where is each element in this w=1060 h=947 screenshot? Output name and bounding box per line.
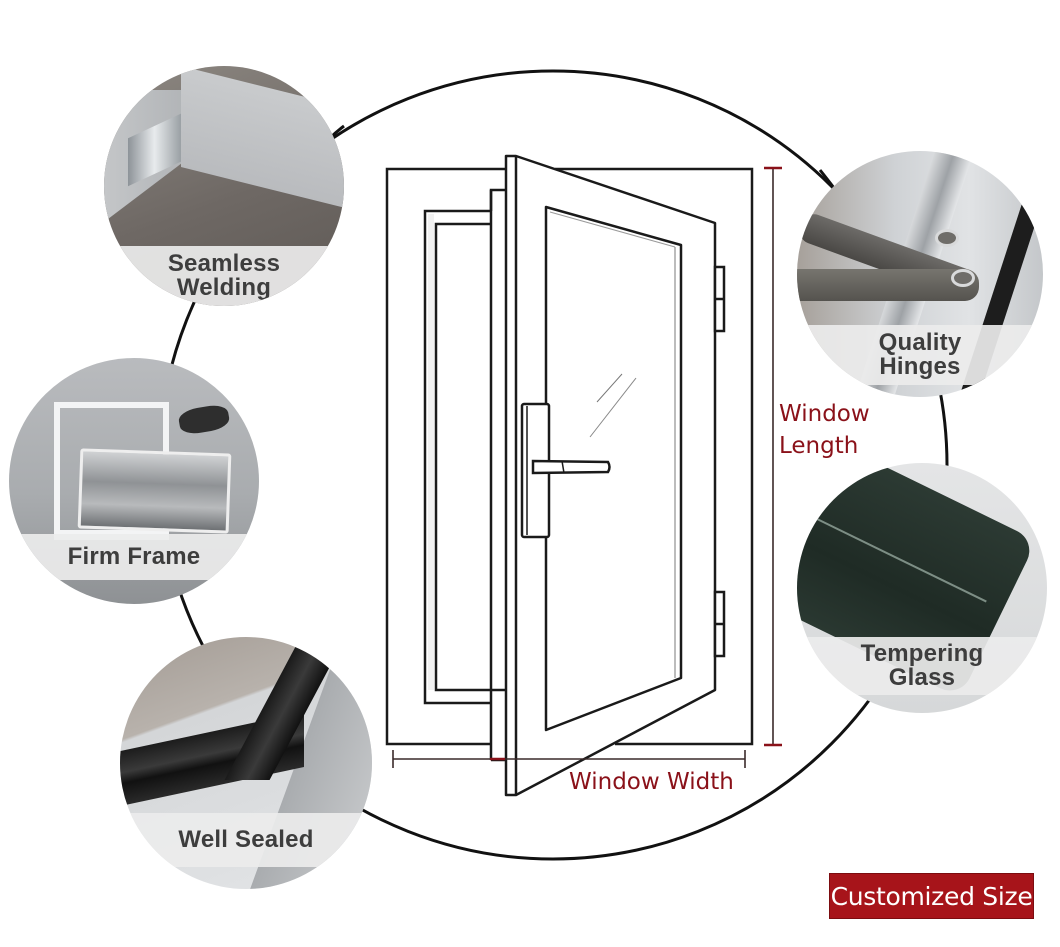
feature-label-line: Well Sealed xyxy=(178,826,314,853)
feature-label-line: Welding xyxy=(176,274,272,301)
feature-firm-frame: Firm Frame xyxy=(9,358,259,604)
length-label-line2: Length xyxy=(779,433,859,459)
customized-size-badge: Customized Size xyxy=(829,873,1034,919)
feature-label-line: Glass xyxy=(888,664,956,691)
window-length-label: Window Length xyxy=(779,398,870,462)
window-handle xyxy=(520,402,611,539)
width-dimension-line xyxy=(392,750,746,768)
feature-quality-hinges: Quality Hinges xyxy=(797,151,1043,397)
length-dimension-line xyxy=(764,166,782,747)
feature-tempering-glass: Tempering Glass xyxy=(797,463,1047,713)
length-label-line1: Window xyxy=(779,401,870,427)
hinge-bottom xyxy=(713,590,726,658)
feature-label-line: Seamless xyxy=(167,250,281,277)
feature-label: Seamless Welding xyxy=(104,246,344,306)
feature-seamless-welding: Seamless Welding xyxy=(104,66,344,306)
feature-label-line: Quality xyxy=(878,329,962,356)
feature-label: Well Sealed xyxy=(120,813,372,867)
window-sash xyxy=(504,154,717,797)
window-width-label: Window Width xyxy=(569,769,734,795)
feature-label-line: Tempering xyxy=(860,640,984,667)
feature-label: Firm Frame xyxy=(9,534,259,580)
feature-label: Tempering Glass xyxy=(797,637,1047,695)
feature-well-sealed: Well Sealed xyxy=(120,637,372,889)
feature-label: Quality Hinges xyxy=(797,325,1043,385)
feature-label-line: Hinges xyxy=(879,353,961,380)
hinge-top xyxy=(713,265,726,333)
glass-reflection xyxy=(596,373,623,403)
feature-label-line: Firm Frame xyxy=(67,543,201,570)
